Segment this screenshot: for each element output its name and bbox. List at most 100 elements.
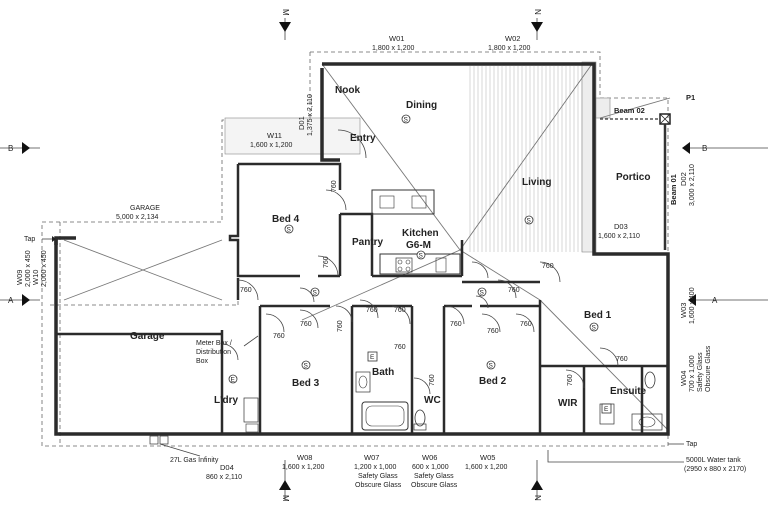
- door-tag-760: 760: [429, 374, 436, 386]
- tap-left-label: Tap: [24, 236, 35, 243]
- section-b-left-arrow: [22, 142, 30, 154]
- section-b-right-label: B: [702, 144, 707, 153]
- window-w07-note1: Safety Glass: [358, 473, 398, 480]
- window-w06-id: W06: [422, 453, 437, 462]
- door-tag-760: 760: [450, 321, 462, 328]
- section-a-right-arrow: [688, 294, 696, 306]
- beam-01-label: Beam 01: [669, 174, 678, 205]
- door-swings: [221, 129, 619, 395]
- section-n-top-label: N: [533, 9, 542, 15]
- room-laundry: L'dry: [214, 395, 238, 406]
- smoke-symbol: S: [592, 325, 597, 332]
- window-w02-size: 1,800 x 1,200: [488, 45, 531, 52]
- garage-door-size: 5,000 x 2,134: [116, 214, 159, 221]
- hatched-zones: [224, 61, 611, 253]
- room-kitchen: Kitchen: [402, 228, 439, 239]
- window-w06-note2: Obscure Glass: [411, 482, 458, 489]
- window-w03-id: W03: [679, 303, 688, 318]
- door-tag-760: 760: [616, 356, 628, 363]
- door-tag-760: 760: [366, 307, 378, 314]
- room-pantry: Pantry: [352, 237, 384, 248]
- room-nook: Nook: [335, 85, 360, 96]
- meter-box-line2: Distribution: [196, 349, 231, 356]
- roof-lines: [63, 63, 671, 431]
- window-w04-id: W04: [679, 371, 688, 386]
- section-m-bottom-label: M: [281, 495, 290, 502]
- smoke-symbol: S: [489, 363, 494, 370]
- window-w11-id: W11: [267, 131, 282, 140]
- section-b-left-label: B: [8, 144, 13, 153]
- smoke-symbol: S: [304, 363, 309, 370]
- door-tag-760: 760: [520, 321, 532, 328]
- door-tag-760: 760: [300, 321, 312, 328]
- gas-infinity-label: 27L Gas Infinity: [170, 457, 219, 464]
- smoke-symbol: S: [313, 290, 318, 297]
- window-w04-note1: Safety Glass: [697, 352, 704, 392]
- door-d04-size: 860 x 2,110: [206, 474, 242, 481]
- room-kitchen-code: G6-M: [406, 240, 431, 251]
- door-tag-760: 760: [337, 320, 344, 332]
- water-tank-line2: (2950 x 880 x 2170): [684, 466, 746, 473]
- window-w07-id: W07: [364, 453, 379, 462]
- section-n-bottom-label: N: [533, 495, 542, 501]
- door-tag-760: 760: [323, 256, 330, 268]
- room-wir: WIR: [558, 398, 578, 409]
- room-dining: Dining: [406, 100, 437, 111]
- door-tag-760: 760: [394, 344, 406, 351]
- door-tag-760: 760: [394, 307, 406, 314]
- smoke-symbol: S: [287, 227, 292, 234]
- smoke-symbol: S: [480, 290, 485, 297]
- door-tag-760: 760: [542, 263, 554, 270]
- door-d02-size: 3,000 x 2,110: [689, 164, 696, 206]
- door-d03-size: 1,600 x 2,110: [598, 233, 640, 240]
- section-m-top-label: M: [281, 9, 290, 16]
- window-w05-size: 1,600 x 1,200: [465, 464, 508, 471]
- room-bed2: Bed 2: [479, 376, 507, 387]
- smoke-detectors: [284, 114, 599, 370]
- door-d01-size: 1,375 x 2,110: [307, 94, 314, 136]
- fixtures: [149, 113, 671, 445]
- post-p1-label: P1: [686, 93, 695, 102]
- door-tag-760: 760: [273, 333, 285, 340]
- door-tag-760: 760: [240, 287, 252, 294]
- exhaust-symbol: E: [604, 406, 609, 413]
- door-tag-760: 760: [331, 180, 338, 192]
- room-bed4: Bed 4: [272, 214, 300, 225]
- exhaust-fans: [228, 351, 612, 414]
- window-w01-id: W01: [389, 34, 404, 43]
- section-m-top-arrow: [279, 22, 291, 32]
- meter-box-line3: Box: [196, 358, 209, 365]
- room-bed3: Bed 3: [292, 378, 320, 389]
- window-w06-size: 600 x 1,000: [412, 464, 449, 471]
- room-portico: Portico: [616, 172, 650, 183]
- room-bath: Bath: [372, 367, 394, 378]
- section-a-right-label: A: [712, 296, 718, 305]
- section-b-right-arrow: [682, 142, 690, 154]
- room-entry: Entry: [350, 133, 376, 144]
- smoke-symbol: S: [419, 253, 424, 260]
- door-tag-760: 760: [487, 328, 499, 335]
- section-n-top-arrow: [531, 22, 543, 32]
- window-w09-id: W09: [15, 270, 24, 285]
- window-w11-size: 1,600 x 1,200: [250, 142, 293, 149]
- door-d02-id: D02: [679, 172, 688, 186]
- window-w07-note2: Obscure Glass: [355, 482, 402, 489]
- door-tag-760: 760: [508, 287, 520, 294]
- door-d01-id: D01: [297, 116, 306, 130]
- room-bed1: Bed 1: [584, 310, 612, 321]
- window-w09-size: 2,000 x 450: [25, 250, 32, 287]
- smoke-symbol: S: [527, 218, 532, 225]
- garage-door-label: GARAGE: [130, 205, 160, 212]
- smoke-symbol: S: [404, 117, 409, 124]
- window-w04-size: 700 x 1,000: [689, 355, 696, 392]
- tap-right-label: Tap: [686, 441, 697, 448]
- room-garage: Garage: [130, 331, 165, 342]
- window-w08-id: W08: [297, 453, 312, 462]
- window-w07-size: 1,200 x 1,000: [354, 464, 397, 471]
- exhaust-symbol: E: [231, 377, 236, 384]
- section-a-left-arrow: [22, 294, 30, 306]
- section-a-left-label: A: [8, 296, 14, 305]
- section-n-bottom-arrow: [531, 480, 543, 490]
- door-tag-760: 760: [567, 374, 574, 386]
